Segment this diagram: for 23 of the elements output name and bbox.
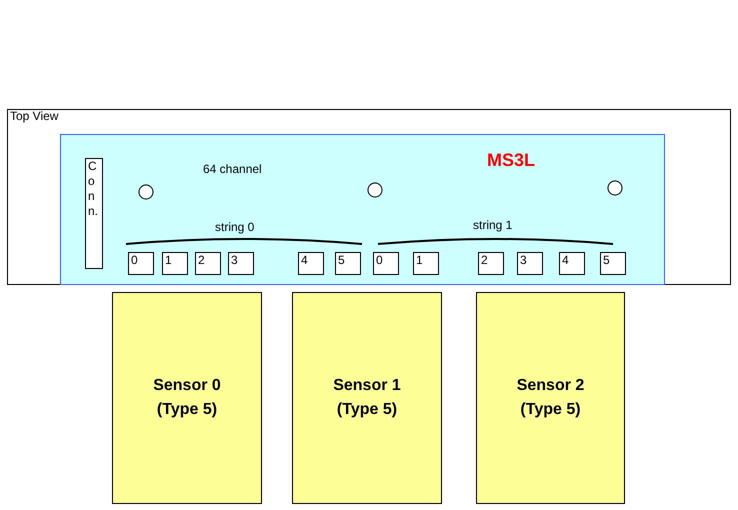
bond-pad: 4 — [559, 252, 585, 275]
bond-pad: 0 — [373, 252, 399, 275]
bond-pad: 5 — [335, 252, 361, 275]
bond-pad: 2 — [195, 252, 221, 275]
bond-pad: 3 — [517, 252, 543, 275]
circuit-board — [60, 134, 665, 285]
bond-pad: 0 — [128, 252, 154, 275]
bond-pad: 4 — [298, 252, 324, 275]
string-label: string 0 — [215, 220, 254, 234]
bond-pad: 1 — [162, 252, 188, 275]
bond-pad: 3 — [228, 252, 254, 275]
sensor-box: Sensor 0 (Type 5) — [112, 292, 262, 504]
string-label: string 1 — [473, 218, 512, 232]
view-frame — [7, 109, 731, 285]
view-title: Top View — [10, 109, 58, 123]
bond-pad: 5 — [600, 252, 626, 275]
bond-pad: 1 — [413, 252, 439, 275]
sensor-box: Sensor 1 (Type 5) — [292, 292, 442, 504]
connector: Conn. — [85, 158, 103, 269]
module-name: MS3L — [487, 150, 536, 171]
sensor-box: Sensor 2 (Type 5) — [476, 292, 625, 504]
bond-pad: 2 — [478, 252, 504, 275]
board-label: 64 channel — [203, 162, 262, 176]
